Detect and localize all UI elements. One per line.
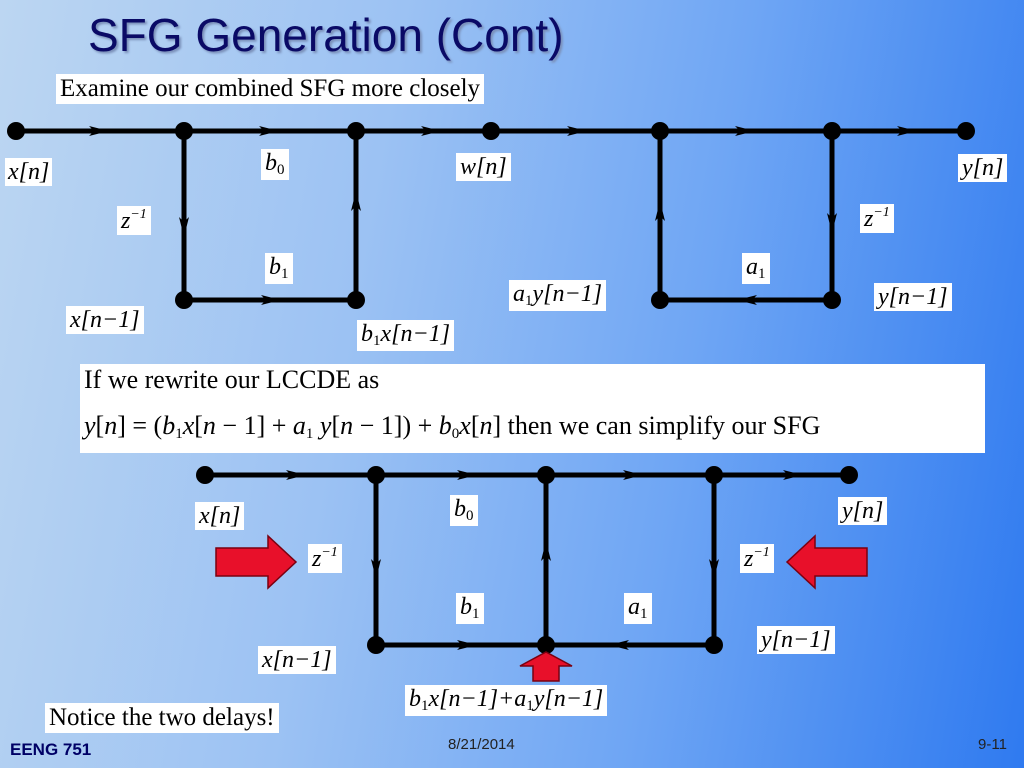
bottom-label-x-n-minus-1: x[n−1]	[258, 646, 336, 675]
top-label-y-n-minus-1: y[n−1]	[874, 283, 952, 312]
lccde-rewrite-line1: If we rewrite our LCCDE as	[84, 365, 380, 394]
lccde-equation: y[n] = (b1x[n − 1] + a1 y[n − 1]) + b0x[…	[84, 411, 821, 442]
lccde-rewrite-box: If we rewrite our LCCDE as y[n] = (b1x[n…	[80, 364, 985, 453]
footer-date: 8/21/2014	[448, 736, 515, 753]
red-arrow-right-icon	[785, 534, 868, 590]
top-label-b0: b0	[261, 149, 289, 180]
red-arrows	[215, 534, 868, 682]
bottom-label-z-inverse-left: z−1	[308, 544, 342, 574]
top-label-z-inverse-left: z−1	[117, 206, 151, 236]
bottom-label-b1: b1	[456, 593, 484, 624]
notice-text: Notice the two delays!	[45, 703, 279, 733]
top-label-x-n: x[n]	[5, 158, 53, 187]
top-arrows	[89, 126, 917, 305]
footer-course: EENG 751	[10, 740, 92, 759]
top-label-b1-x-n-minus-1: b1x[n−1]	[357, 320, 455, 351]
red-arrow-up-icon	[519, 651, 573, 682]
top-nodes	[7, 122, 975, 309]
top-label-y-n: y[n]	[958, 154, 1008, 183]
top-label-b1: b1	[265, 253, 293, 284]
top-label-a1: a1	[742, 253, 770, 284]
bottom-label-b0: b0	[450, 495, 478, 526]
slide-title: SFG Generation (Cont)	[88, 9, 564, 61]
bottom-label-z-inverse-right: z−1	[740, 544, 774, 574]
bottom-nodes	[196, 466, 858, 654]
top-label-z-inverse-right: z−1	[860, 204, 894, 234]
lccde-suffix: then we can simplify our SFG	[507, 411, 821, 440]
bottom-label-sum-expression: b1x[n−1]+a1y[n−1]	[405, 685, 608, 716]
top-label-w-n: w[n]	[456, 153, 511, 182]
top-label-a1-y-n-minus-1: a1y[n−1]	[509, 280, 607, 311]
footer-page-number: 9-11	[978, 736, 1007, 753]
top-label-x-n-minus-1: x[n−1]	[66, 306, 144, 335]
red-arrow-left-icon	[215, 534, 298, 590]
bottom-label-x-n: x[n]	[195, 502, 245, 531]
bottom-label-y-n-minus-1: y[n−1]	[757, 626, 835, 655]
bottom-label-a1: a1	[624, 593, 652, 624]
intro-text: Examine our combined SFG more closely	[56, 74, 485, 104]
bottom-arrows	[286, 470, 803, 650]
bottom-label-y-n: y[n]	[838, 497, 888, 526]
